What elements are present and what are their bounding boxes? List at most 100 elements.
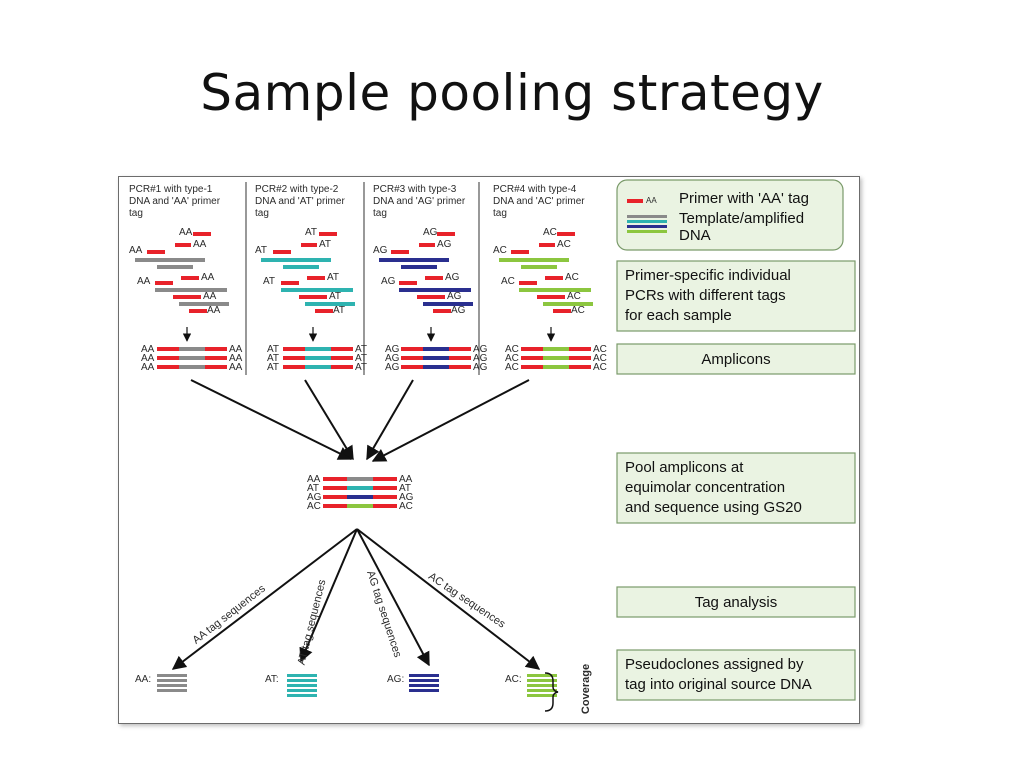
primer <box>545 276 563 280</box>
template-strand <box>401 265 437 269</box>
primer <box>537 295 565 299</box>
amplicon-primer <box>569 347 591 351</box>
diverge-arrow-ac <box>356 528 541 670</box>
amplicon-insert <box>423 356 449 360</box>
tag-sequences-label: AA tag sequences <box>191 582 269 646</box>
diverge-arrow-aa <box>171 528 358 670</box>
amplicon-primer <box>205 347 227 351</box>
amplicon-insert <box>305 356 331 360</box>
pseudoclone-strand <box>287 694 317 697</box>
template-strand <box>521 265 557 269</box>
primer <box>299 295 327 299</box>
amplicon-primer <box>521 356 543 360</box>
primer <box>433 309 451 313</box>
primer <box>519 281 537 285</box>
pseudoclone-strand <box>527 689 557 692</box>
step-box-text: and sequence using GS20 <box>625 499 802 516</box>
template-strand <box>135 258 205 262</box>
primer-tag-label: AA <box>193 239 207 250</box>
pseudoclone-strand <box>157 689 187 692</box>
template-strand <box>281 288 353 292</box>
amplicon-tag-left: AT <box>267 344 279 355</box>
primer <box>147 250 165 254</box>
legend-swatch-at <box>627 220 667 223</box>
legend-frame <box>616 179 844 251</box>
primer-tag-label: AT <box>305 227 317 238</box>
pcr-panel-header-line: tag <box>493 208 507 219</box>
pcr-panel-header-line: PCR#1 with type-1 <box>129 184 213 195</box>
pcr-panel-header-line: DNA and 'AT' primer <box>255 196 345 207</box>
primer <box>319 232 337 236</box>
amplicon-primer <box>331 347 353 351</box>
pseudoclone-strand <box>287 679 317 682</box>
amplicon-insert <box>179 356 205 360</box>
template-strand <box>423 302 473 306</box>
primer-tag-label: AC <box>571 305 585 316</box>
pool-primer <box>373 477 397 481</box>
coverage-brace <box>544 672 559 712</box>
primer <box>425 276 443 280</box>
tag-sequences-label: AG tag sequences <box>364 569 404 659</box>
template-strand <box>283 265 319 269</box>
primer-tag-label: AT <box>255 245 267 256</box>
step-box-text: PCRs with different tags <box>625 287 786 304</box>
step-box-text: tag into original source DNA <box>625 676 812 693</box>
amplicon-tag-right: AT <box>355 344 367 355</box>
primer <box>437 232 455 236</box>
step-box-text: Tag analysis <box>695 594 778 611</box>
primer-tag-label: AT <box>263 276 275 287</box>
pseudoclone-strand <box>527 684 557 687</box>
primer-tag-label: AT <box>319 239 331 250</box>
primer <box>399 281 417 285</box>
amplicon-tag-right: AA <box>229 344 243 355</box>
amplicon-tag-right: AG <box>473 353 488 364</box>
primer-tag-label: AT <box>329 291 341 302</box>
primer-tag-label: AC <box>493 245 507 256</box>
pool-tag-left: AC <box>307 501 321 512</box>
primer <box>417 295 445 299</box>
amplicon-insert <box>543 347 569 351</box>
diverge-arrow-ag <box>356 528 430 667</box>
primer <box>419 243 435 247</box>
amplicon-tag-right: AG <box>473 362 488 373</box>
primer-tag-label: AA <box>207 305 221 316</box>
amplicon-primer <box>205 365 227 369</box>
amplicon-tag-right: AA <box>229 362 243 373</box>
amplicon-insert <box>543 356 569 360</box>
primer-tag-label: AA <box>203 291 217 302</box>
amplicon-primer <box>157 356 179 360</box>
step-box-text: for each sample <box>625 307 732 324</box>
primer-tag-label: AC <box>567 291 581 302</box>
amplicon-tag-left: AG <box>385 362 400 373</box>
amplicon-primer <box>401 365 423 369</box>
step-box-text: Amplicons <box>701 351 770 368</box>
template-strand <box>305 302 355 306</box>
step-box-frame <box>616 260 856 332</box>
amplicon-tag-right: AC <box>593 362 607 373</box>
pool-tag-left: AG <box>307 492 322 503</box>
amplicon-tag-left: AC <box>505 353 519 364</box>
primer <box>315 309 333 313</box>
output-tag-label: AT: <box>265 674 279 685</box>
pool-tag-right: AC <box>399 501 413 512</box>
step-box-frame <box>616 452 856 524</box>
pcr-panel-header-line: DNA and 'AC' primer <box>493 196 585 207</box>
pseudoclone-strand <box>527 694 557 697</box>
amplicon-tag-left: AG <box>385 353 400 364</box>
amplicon-tag-left: AT <box>267 353 279 364</box>
amplicon-primer <box>283 347 305 351</box>
primer-tag-label: AC <box>557 239 571 250</box>
amplicon-tag-right: AG <box>473 344 488 355</box>
template-strand <box>379 258 449 262</box>
amplicon-primer <box>521 365 543 369</box>
template-strand <box>519 288 591 292</box>
primer <box>273 250 291 254</box>
pseudoclone-strand <box>287 684 317 687</box>
pool-insert <box>347 495 373 499</box>
amplicon-primer <box>521 347 543 351</box>
pseudoclone-strand <box>409 684 439 687</box>
